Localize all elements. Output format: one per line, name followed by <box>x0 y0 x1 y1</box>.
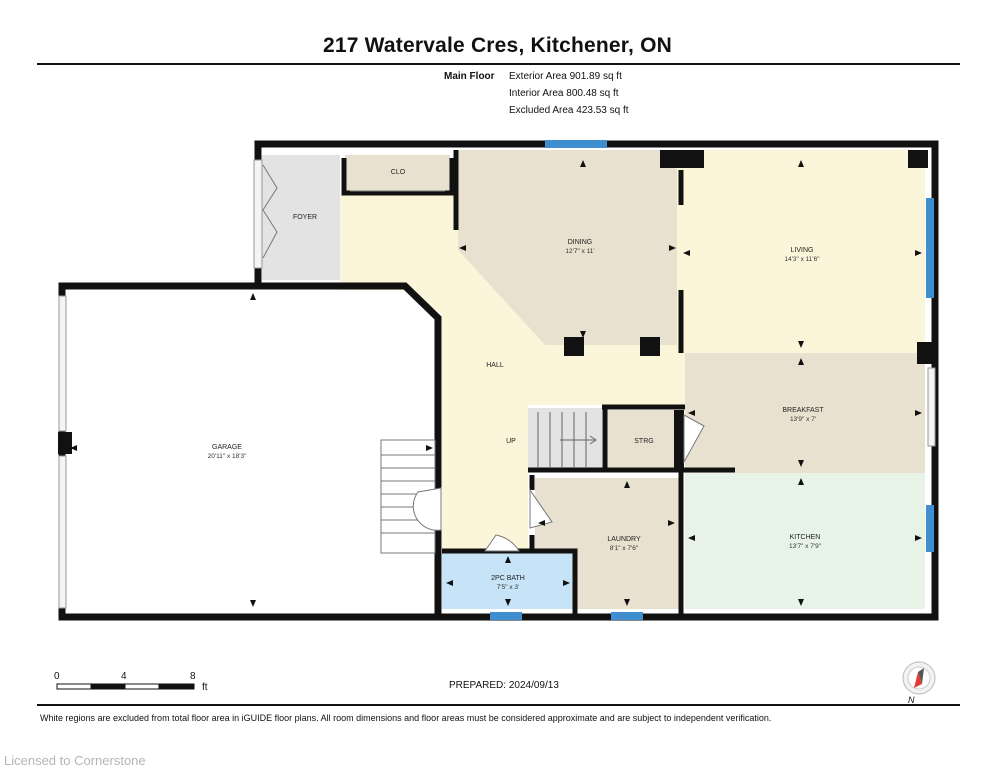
kitchen-fill <box>685 473 925 609</box>
window-bath <box>490 612 522 620</box>
hall-fill <box>340 195 685 553</box>
stair-up-fill <box>528 408 602 470</box>
exterior-area: Exterior Area 901.89 sq ft <box>509 71 622 82</box>
dining-label: DINING <box>568 239 593 246</box>
window-kitchen <box>926 505 934 552</box>
laundry-label: LAUNDRY <box>607 536 641 543</box>
prepared-date: PREPARED: 2024/09/13 <box>449 680 559 691</box>
dining-dims: 12'7" x 11' <box>565 248 594 255</box>
closet-label: CLO <box>391 169 406 176</box>
north-arrow-icon <box>902 661 936 695</box>
scale-label-four: 4 <box>121 671 127 682</box>
wall-blocks <box>58 150 933 470</box>
scale-label-zero: 0 <box>54 671 60 682</box>
page-title: 217 Watervale Cres, Kitchener, ON <box>323 34 672 57</box>
scale-bar <box>56 683 195 690</box>
garage-dims: 20'11" x 18'3" <box>208 453 247 460</box>
stair-up-label: UP <box>506 438 516 445</box>
breakfast-label: BREAKFAST <box>782 407 824 414</box>
kitchen-dims: 13'7" x 7'9" <box>789 543 822 550</box>
breakfast-dims: 13'9" x 7' <box>790 416 816 423</box>
bath-dims: 7'5" x 3' <box>497 584 520 591</box>
scale-unit: ft <box>202 682 208 693</box>
living-fill <box>677 150 925 353</box>
breakfast-fill <box>685 353 925 473</box>
dining-fill <box>458 150 677 345</box>
storage-label: STRG <box>634 438 653 445</box>
floor-label: Main Floor <box>444 71 495 82</box>
door-swings <box>412 414 705 552</box>
closet-fill <box>345 155 450 191</box>
stair-up <box>537 412 597 468</box>
foyer-doors <box>262 164 278 259</box>
foyer-label: FOYER <box>293 214 317 221</box>
disclaimer-text: White regions are excluded from total fl… <box>40 713 772 723</box>
window-dining <box>545 140 607 148</box>
dimension-arrows <box>70 160 922 607</box>
window-living <box>926 198 934 298</box>
excluded-area: Excluded Area 423.53 sq ft <box>509 105 629 116</box>
area-summary: Exterior Area 901.89 sq ft Interior Area… <box>509 68 629 119</box>
license-watermark: Licensed to Cornerstone <box>4 753 146 768</box>
footer-divider <box>37 704 960 706</box>
living-dims: 14'3" x 11'6" <box>784 256 820 263</box>
living-label: LIVING <box>791 247 814 254</box>
window-laundry <box>611 612 643 620</box>
kitchen-label: KITCHEN <box>790 534 821 541</box>
foyer-fill <box>262 155 340 280</box>
windows <box>490 140 934 620</box>
exterior-openings <box>58 159 936 609</box>
bath-label: 2PC BATH <box>491 575 525 582</box>
hall-label: HALL <box>486 362 504 369</box>
scale-label-eight: 8 <box>190 671 196 682</box>
strg-fill <box>606 410 680 468</box>
header-divider <box>37 63 960 65</box>
north-label: N <box>908 695 915 705</box>
interior-area: Interior Area 800.48 sq ft <box>509 88 619 99</box>
laundry-dims: 8'1" x 7'6" <box>610 545 639 552</box>
garage-label: GARAGE <box>212 444 242 451</box>
